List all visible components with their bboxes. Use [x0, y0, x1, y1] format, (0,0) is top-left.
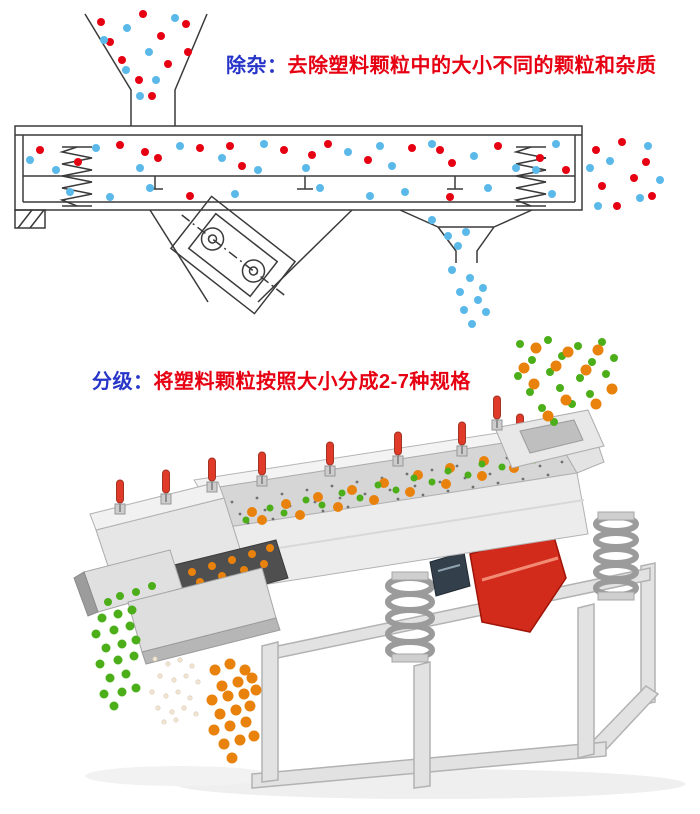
toggle-clamps [114, 413, 526, 515]
vibration-exciter [149, 195, 353, 315]
feed-hopper [84, 13, 208, 126]
toggle-clamp [160, 469, 172, 505]
green-particle-stream [91, 605, 141, 711]
blue-particles [26, 14, 664, 328]
vibration-motor [469, 529, 567, 633]
screen-box [14, 125, 583, 211]
grading-caption-prefix: 分级： [92, 371, 154, 393]
impurity-removal-caption-prefix: 除杂： [226, 55, 288, 77]
spout-green-particles [104, 582, 156, 606]
toggle-clamp [206, 457, 218, 493]
toggle-clamp [456, 421, 468, 457]
fines-funnel [399, 209, 533, 263]
underdeck-orange-particles [188, 544, 274, 586]
toggle-clamp [324, 441, 336, 477]
inlet-hopper [491, 395, 605, 469]
red-particles [36, 10, 656, 210]
toggle-clamp [114, 479, 126, 515]
right-spring [513, 146, 547, 207]
discharge-head [73, 481, 289, 665]
impurity-removal-diagram [14, 10, 664, 328]
toggle-clamp [491, 395, 503, 431]
impurity-removal-caption-text: 去除塑料颗粒中的大小不同的颗粒和杂质 [287, 55, 657, 77]
toggle-clamp [256, 451, 268, 487]
grading-caption: 分级：将塑料颗粒按照大小分成2-7种规格 [92, 370, 471, 394]
impurity-removal-caption: 除杂：去除塑料颗粒中的大小不同的颗粒和杂质 [226, 54, 657, 78]
left-spring [59, 146, 93, 207]
spring-plates [391, 511, 635, 663]
floor-shadow-left [85, 766, 275, 786]
grading-caption-text: 将塑料颗粒按照大小分成2-7种规格 [153, 371, 471, 393]
grading-machine-illustration [73, 336, 685, 799]
orange-particle-stream [206, 658, 262, 764]
fine-particle-stream [149, 656, 201, 725]
feed-particles [514, 336, 618, 426]
toggle-clamp [392, 431, 404, 467]
machine-stand [251, 562, 660, 789]
base-block [14, 209, 46, 229]
right-side-spring [593, 514, 639, 598]
control-box [429, 551, 471, 597]
